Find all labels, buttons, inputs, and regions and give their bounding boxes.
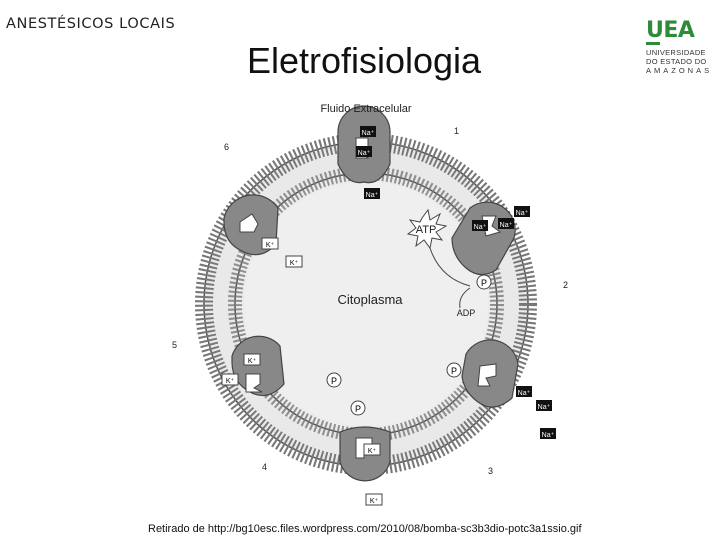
step-number-3: 3 bbox=[488, 466, 493, 476]
na-ion-label-4: Na⁺ bbox=[516, 210, 529, 217]
phosphate-label-3: P bbox=[331, 376, 337, 386]
na-ion-label-9: Na⁺ bbox=[542, 432, 555, 439]
logo-mark: UEA bbox=[646, 18, 695, 43]
adp-label: ADP bbox=[457, 308, 476, 318]
na-ion-label-1: Na⁺ bbox=[362, 130, 375, 137]
step-number-1: 1 bbox=[454, 126, 459, 136]
uea-logo: UEA UNIVERSIDADE DO ESTADO DO AMAZONAS bbox=[646, 20, 728, 75]
phosphate-label-2: P bbox=[451, 366, 457, 376]
k-ion-label-6: K⁺ bbox=[370, 498, 379, 505]
adp-arrow bbox=[459, 287, 471, 309]
step-number-6: 6 bbox=[224, 142, 229, 152]
k-ion-label-2: K⁺ bbox=[290, 260, 299, 267]
pump-protein-1 bbox=[337, 105, 391, 184]
logo-line-3: AMAZONAS bbox=[646, 66, 713, 75]
step-number-5: 5 bbox=[172, 340, 177, 350]
na-ion-label-5: Na⁺ bbox=[500, 222, 513, 229]
atp-label: ATP bbox=[416, 224, 437, 236]
page-title: Eletrofisiologia bbox=[246, 40, 482, 81]
sodium-ions: Na⁺ Na⁺ Na⁺ Na⁺ Na⁺ Na⁺ Na⁺ Na⁺ Na⁺ bbox=[356, 126, 556, 439]
pump-protein-3 bbox=[461, 339, 519, 408]
extracellular-label: Fluido Extracelular bbox=[320, 103, 411, 115]
phosphate-label-1: P bbox=[481, 278, 487, 288]
source-caption: Retirado de http://bg10esc.files.wordpre… bbox=[148, 523, 582, 535]
atp-burst: ATP bbox=[406, 208, 448, 250]
section-label: ANESTÉSICOS LOCAIS bbox=[6, 16, 176, 32]
k-ion-label-5: K⁺ bbox=[368, 448, 377, 455]
phosphate-group: P P P P bbox=[326, 274, 492, 416]
step-number-2: 2 bbox=[563, 280, 568, 290]
logo-bar bbox=[646, 42, 660, 45]
na-ion-label-3: Na⁺ bbox=[366, 192, 379, 199]
logo-line-1: UNIVERSIDADE bbox=[646, 48, 706, 57]
sodium-potassium-pump-figure: ATP P P P P Na⁺ Na⁺ Na⁺ Na⁺ Na⁺ bbox=[170, 98, 570, 516]
na-ion-label-6: Na⁺ bbox=[474, 224, 487, 231]
k-ion-label-3: K⁺ bbox=[248, 358, 257, 365]
cytoplasm-label: Citoplasma bbox=[337, 292, 403, 307]
phosphate-label-4: P bbox=[355, 404, 361, 414]
na-ion-label-2: Na⁺ bbox=[358, 150, 371, 157]
step-number-4: 4 bbox=[262, 462, 267, 472]
atp-arrow bbox=[429, 247, 471, 287]
logo-line-2: DO ESTADO DO bbox=[646, 57, 707, 66]
k-ion-label-4: K⁺ bbox=[226, 378, 235, 385]
potassium-ions: K⁺ K⁺ K⁺ K⁺ K⁺ K⁺ bbox=[221, 237, 383, 506]
na-ion-label-8: Na⁺ bbox=[538, 404, 551, 411]
k-ion-label-1: K⁺ bbox=[266, 242, 275, 249]
pump-diagram: ATP P P P P Na⁺ Na⁺ Na⁺ Na⁺ Na⁺ bbox=[170, 98, 570, 516]
na-ion-label-7: Na⁺ bbox=[518, 390, 531, 397]
